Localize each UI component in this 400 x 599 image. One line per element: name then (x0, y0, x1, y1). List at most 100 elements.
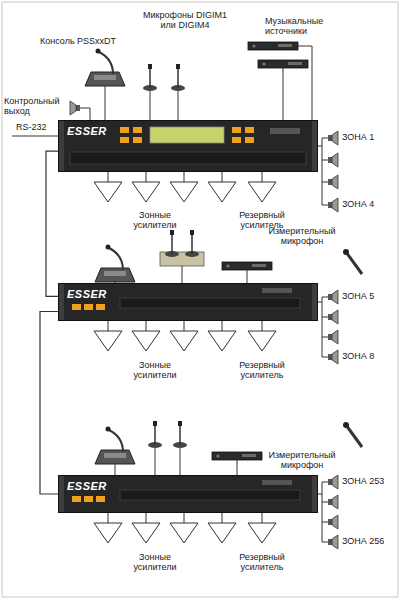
button (232, 137, 241, 143)
button (84, 304, 93, 310)
zone-label: ЗОНА 1 (342, 132, 396, 142)
zone-speaker (328, 131, 338, 145)
network-link (46, 151, 58, 296)
panel-plate (262, 288, 292, 293)
zone-amplifier (170, 182, 198, 202)
callout-label: Измерительный микрофон (262, 450, 342, 471)
wire (237, 460, 238, 475)
button (84, 496, 93, 502)
button (133, 137, 142, 143)
wire (184, 321, 185, 331)
wire (283, 68, 284, 120)
zone-speaker (328, 198, 338, 212)
brand-logo: ESSER (59, 285, 115, 303)
microphone-icon (173, 421, 187, 448)
callout-label: Микрофоны DIGIM1 или DIGIM4 (140, 10, 230, 31)
reserve-amplifier (248, 182, 276, 202)
rack-strip (70, 152, 306, 164)
rack-strip (120, 298, 300, 308)
measurement-mic (346, 252, 362, 274)
wire (322, 337, 328, 338)
wire (262, 321, 263, 331)
signal-name: RS-232 (16, 122, 58, 132)
button (72, 304, 81, 310)
zone-speaker (328, 495, 338, 509)
zone-speaker (328, 515, 338, 529)
wire (184, 172, 185, 182)
wire (222, 321, 223, 331)
zone-speaker (328, 290, 338, 304)
microphone-icon (171, 64, 185, 91)
wire (262, 513, 263, 523)
wire (322, 297, 328, 298)
callout-label: Зонные усилители (120, 360, 190, 381)
brand-logo: ESSER (59, 122, 115, 140)
wire (322, 542, 328, 543)
wire (178, 91, 179, 120)
wire (322, 182, 328, 183)
wire (184, 513, 185, 523)
zone-speaker (328, 153, 338, 167)
wire (322, 482, 328, 483)
music-source-icon (258, 60, 308, 68)
wire (322, 522, 328, 523)
wire (318, 146, 322, 147)
panel-plate (262, 480, 292, 485)
microphone-icon (185, 230, 199, 257)
callout-label: Музыкальные источники (265, 16, 337, 37)
callout-label: Измерительный микрофон (262, 226, 342, 247)
callout-label: Резервный усилитель (227, 552, 297, 573)
zone-amplifier (132, 331, 160, 351)
zone-amplifier (94, 331, 122, 351)
wire (108, 513, 109, 523)
network-link (40, 312, 58, 495)
button (133, 127, 142, 133)
zone-label: ЗОНА 4 (342, 199, 396, 209)
zone-amplifier (208, 182, 236, 202)
callout-label: Консоль PSSxxDT (40, 36, 135, 46)
wire (80, 108, 90, 120)
rack-body (58, 283, 318, 321)
measurement-mic (346, 425, 362, 447)
music-source-icon (212, 452, 262, 460)
zone-amplifier (208, 331, 236, 351)
button (120, 137, 129, 143)
microphone-icon (143, 64, 157, 91)
zone-speaker (328, 350, 338, 364)
console-icon (95, 427, 135, 465)
wire (222, 172, 223, 182)
wire (182, 266, 183, 283)
zone-label: ЗОНА 8 (342, 351, 396, 361)
button (96, 496, 105, 502)
wire (298, 46, 312, 120)
music-source-icon (248, 42, 298, 50)
zone-amplifier (132, 182, 160, 202)
rack-unit: ESSER (58, 475, 318, 513)
wire (115, 464, 116, 475)
wire (108, 172, 109, 182)
console-icon (85, 49, 125, 87)
zone-label: ЗОНА 256 (342, 536, 396, 546)
rack-unit: ESSER (58, 283, 318, 321)
wire (105, 86, 106, 120)
rack-strip (120, 490, 300, 500)
wire (155, 448, 156, 475)
wire (322, 160, 328, 161)
wire (322, 482, 323, 542)
console-icon (95, 245, 135, 283)
wire (318, 302, 322, 303)
music-source-icon (222, 262, 272, 270)
measurement-mic-head (343, 249, 349, 255)
callout-label: Зонные усилители (120, 552, 190, 573)
measurement-mic-head (343, 422, 349, 428)
button (245, 137, 254, 143)
button (96, 304, 105, 310)
rack-body (58, 475, 318, 513)
zone-amplifier (132, 523, 160, 543)
button (245, 127, 254, 133)
monitor-speaker (70, 101, 80, 115)
wire (146, 321, 147, 331)
rack-unit: ESSER (58, 120, 318, 172)
